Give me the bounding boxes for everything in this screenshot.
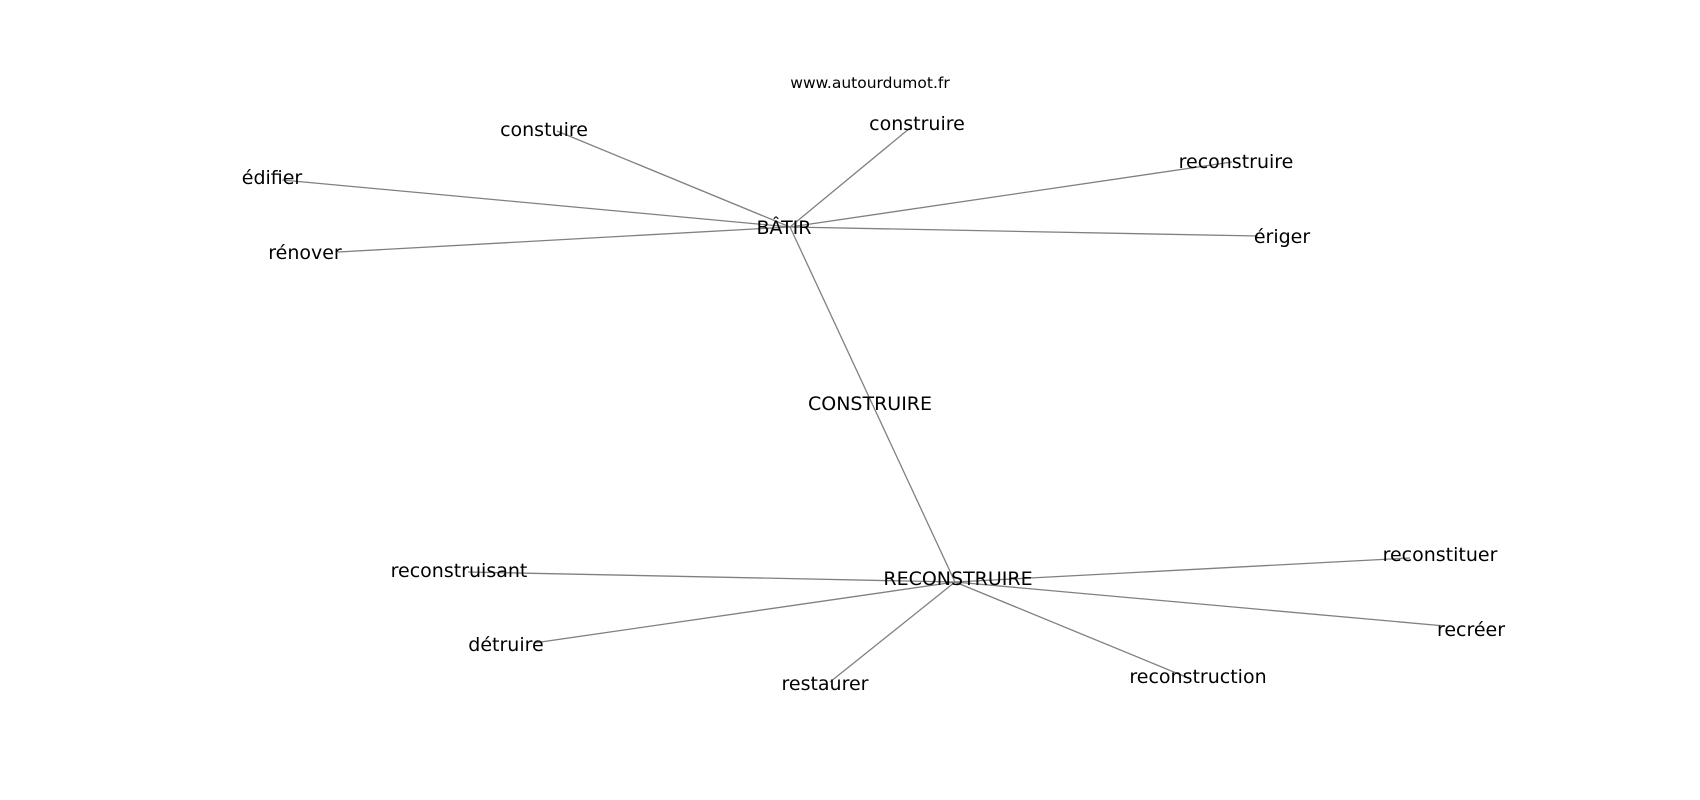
edge-batir-renover <box>337 226 791 253</box>
node-reconstruire[interactable]: reconstruire <box>1179 151 1294 173</box>
node-reconstruction[interactable]: reconstruction <box>1129 666 1266 688</box>
edge-batir-reconstruire_hub <box>789 226 956 583</box>
edge-batir-construire <box>789 127 911 228</box>
node-reconstruire-hub[interactable]: RECONSTRUIRE <box>883 568 1032 590</box>
edge-reconstruire_hub-reconstruisant <box>467 571 956 583</box>
edge-reconstruire_hub-reconstruction <box>954 581 1187 678</box>
site-watermark[interactable]: www.autourdumot.fr <box>790 74 950 92</box>
node-eriger[interactable]: ériger <box>1254 226 1311 248</box>
edge-layer <box>281 127 1446 683</box>
edge-batir-constuire <box>556 130 791 228</box>
edge-reconstruire_hub-detruire <box>533 581 956 644</box>
node-renover[interactable]: rénover <box>268 242 342 264</box>
edge-batir-eriger <box>789 226 1259 237</box>
node-recreer[interactable]: recréer <box>1437 619 1505 641</box>
node-construire[interactable]: construire <box>869 113 965 135</box>
edge-reconstruire_hub-restaurer <box>829 581 956 683</box>
node-detruire[interactable]: détruire <box>468 634 543 656</box>
node-construire-center[interactable]: CONSTRUIRE <box>808 393 932 415</box>
node-constuire[interactable]: constuire <box>500 119 588 141</box>
node-reconstituer[interactable]: reconstituer <box>1383 544 1498 566</box>
node-batir[interactable]: BÂTIR <box>757 216 812 239</box>
node-restaurer[interactable]: restaurer <box>781 673 868 695</box>
node-edifier[interactable]: édifier <box>242 167 303 189</box>
edge-batir-edifier <box>281 179 791 228</box>
edge-batir-reconstruire <box>789 161 1233 228</box>
node-reconstruisant[interactable]: reconstruisant <box>391 560 528 582</box>
edge-reconstruire_hub-reconstituer <box>954 557 1411 583</box>
label-layer: www.autourdumot.fr BÂTIR CONSTRUIRE RECO… <box>242 74 1505 695</box>
edge-reconstruire_hub-recreer <box>954 581 1446 627</box>
